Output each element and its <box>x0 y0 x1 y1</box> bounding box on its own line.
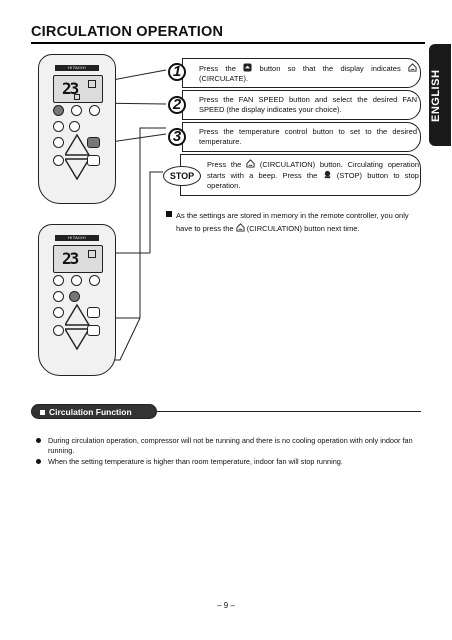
square-bullet-icon <box>40 410 45 415</box>
note-bullet <box>166 211 172 217</box>
list-item: When the setting temperature is higher t… <box>36 457 421 467</box>
page-title: CIRCULATION OPERATION <box>31 24 224 40</box>
display-temperature: 23 <box>62 249 79 268</box>
stop-button[interactable] <box>69 121 80 132</box>
step-1-number: 1 <box>168 63 186 81</box>
timer-button[interactable] <box>53 121 64 132</box>
fan-button[interactable] <box>89 105 100 116</box>
circulation-icon <box>246 159 255 168</box>
language-tab <box>429 44 451 146</box>
remote-controller-top: HITACHI 23 <box>38 54 116 204</box>
circulation-icon <box>236 223 245 232</box>
bullet-icon <box>36 438 41 443</box>
stop-label: STOP <box>163 166 201 186</box>
circulate-button[interactable] <box>53 105 64 116</box>
temperature-arrows[interactable] <box>65 303 95 351</box>
sleep-button[interactable] <box>53 155 64 166</box>
circulate-button[interactable] <box>53 275 64 286</box>
step-3-text: Press the temperature control button to … <box>199 127 417 146</box>
swing-button[interactable] <box>87 155 100 166</box>
remote-brand: HITACHI <box>55 235 99 241</box>
step-1-box <box>182 58 421 88</box>
stop-button[interactable] <box>69 291 80 302</box>
title-divider <box>31 42 425 44</box>
cool-button[interactable] <box>71 105 82 116</box>
fan-speed-button[interactable] <box>87 307 100 318</box>
step-2-box <box>182 90 421 120</box>
cool-button[interactable] <box>71 275 82 286</box>
display-indicator-icon <box>88 250 96 258</box>
section-divider <box>157 411 421 412</box>
display-temperature: 23 <box>62 79 79 98</box>
step-3-box <box>182 122 421 152</box>
fan-speed-button[interactable] <box>87 137 100 148</box>
page-number: – 9 – <box>217 601 235 610</box>
bullet-icon <box>36 459 41 464</box>
step-2-text: Press the FAN SPEED button and select th… <box>199 95 417 114</box>
circulate-display-icon <box>74 94 80 100</box>
timer-button[interactable] <box>53 291 64 302</box>
remote-display: 23 <box>53 245 103 273</box>
circulate-button-icon <box>243 63 252 72</box>
circulate-display-icon <box>408 63 417 72</box>
step-1-text: Press the button so that the display ind… <box>199 63 417 84</box>
fan-button[interactable] <box>89 275 100 286</box>
mode-button[interactable] <box>53 137 64 148</box>
temperature-arrows[interactable] <box>65 133 95 181</box>
step-3-number: 3 <box>168 128 186 146</box>
stop-icon <box>324 170 330 179</box>
memory-note: As the settings are stored in memory in … <box>176 211 409 233</box>
display-indicator-icon <box>88 80 96 88</box>
remote-display: 23 <box>53 75 103 103</box>
stop-box <box>180 154 421 196</box>
remote-brand: HITACHI <box>55 65 99 71</box>
step-2-number: 2 <box>168 96 186 114</box>
list-item: During circulation operation, compressor… <box>36 436 421 456</box>
stop-text: Press the (CIRCULATION) button. Circulat… <box>207 159 419 190</box>
remote-controller-bottom: HITACHI 23 <box>38 224 116 376</box>
sleep-button[interactable] <box>53 325 64 336</box>
mode-button[interactable] <box>53 307 64 318</box>
swing-button[interactable] <box>87 325 100 336</box>
section-heading: Circulation Function <box>31 404 157 419</box>
